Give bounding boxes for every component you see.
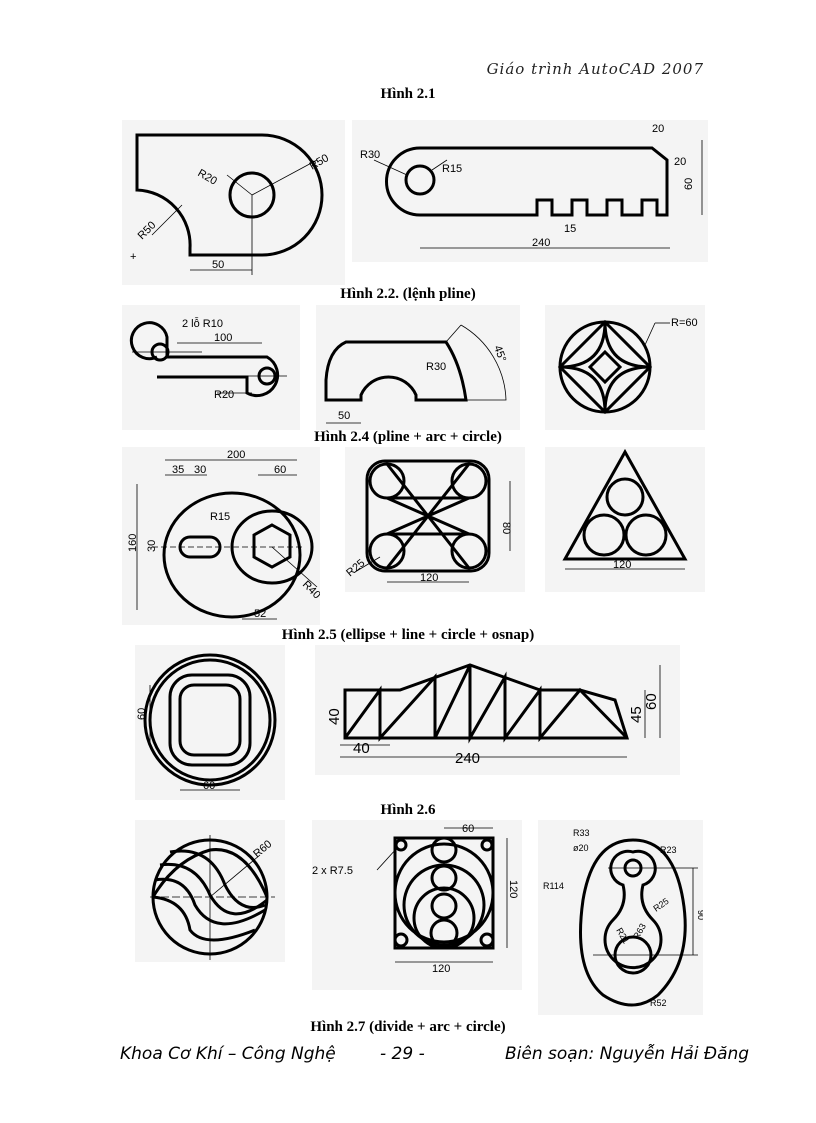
dim-35: 35 — [172, 464, 184, 476]
figure-ellipse-plate: 200 35 30 60 R15 160 30 R40 52 — [122, 447, 320, 625]
dim-60: 60 — [643, 693, 660, 710]
dim-r60: R60 — [251, 838, 274, 860]
dim-60: 60 — [462, 823, 474, 835]
figure-celtic-knot: 60 60 — [135, 645, 285, 800]
dim-r20: R20 — [196, 167, 219, 187]
dim-15: 15 — [564, 223, 576, 235]
bracket-outline — [135, 133, 324, 257]
dim-120-side: 120 — [507, 880, 519, 898]
dim-40-bottom: 40 — [353, 740, 370, 757]
dim-r10: 2 lỗ R10 — [182, 317, 223, 330]
dim-45: 45 — [628, 706, 645, 723]
figure-rounded-rect-circles: 80 R25 120 — [345, 447, 525, 592]
svg-text:+: + — [130, 251, 136, 263]
caption-2-4: Hình 2.4 (pline + arc + circle) — [314, 429, 502, 445]
dim-r25: R25 — [651, 896, 670, 914]
dim-45deg: 45° — [491, 344, 508, 364]
dim-r15: R15 — [442, 163, 462, 175]
dim-30-top: 30 — [194, 464, 206, 476]
dim-r63: R63 — [631, 922, 648, 941]
dim-90: 90 — [696, 910, 703, 920]
dim-200: 200 — [227, 449, 245, 461]
dim-r23: R23 — [660, 845, 677, 855]
dim-r60: R=60 — [671, 317, 698, 329]
dim-r33: R33 — [573, 828, 590, 838]
footer-page-number: - 29 - — [380, 1044, 425, 1064]
dim-r15: R15 — [210, 511, 230, 523]
dim-50: 50 — [212, 259, 224, 271]
dim-r30: R30 — [426, 361, 446, 373]
figure-square-circles: 60 2 x R7.5 120 120 — [312, 820, 522, 990]
figure-divided-circle: R60 — [135, 820, 285, 962]
dim-100: 100 — [214, 332, 232, 344]
dim-30-side: 30 — [146, 540, 158, 552]
running-header: Giáo trình AutoCAD 2007 — [486, 60, 704, 78]
dim-r114: R114 — [543, 881, 564, 891]
caption-2-7: Hình 2.7 (divide + arc + circle) — [310, 1019, 506, 1035]
figure-pline-arch: R30 45° 50 — [316, 305, 520, 430]
rack-outline — [385, 146, 669, 217]
footer-department: Khoa Cơ Khí – Công Nghệ — [120, 1044, 336, 1064]
dim-40-side: 40 — [326, 708, 343, 725]
dim-120: 120 — [613, 559, 631, 571]
dim-120: 120 — [420, 572, 438, 584]
figure-egg-link: R33 ø20 R23 R114 R25 R21 R63 90 R52 — [538, 820, 703, 1015]
dim-dia20: ø20 — [573, 843, 589, 853]
figure-triangle-circles: 120 — [545, 447, 705, 592]
dim-160: 160 — [127, 534, 139, 552]
dim-20-side: 20 — [674, 156, 686, 168]
footer-author: Biên soạn: Nguyễn Hải Đăng — [505, 1044, 750, 1064]
dim-20-top: 20 — [652, 123, 664, 135]
dim-r50-top: R50 — [308, 152, 331, 172]
dim-60: 60 — [274, 464, 286, 476]
dim-50: 50 — [338, 410, 350, 422]
dim-60: 60 — [683, 178, 695, 190]
dim-r25: R25 — [345, 557, 367, 579]
caption-2-1: Hình 2.1 — [380, 86, 436, 102]
link-outline — [129, 321, 280, 398]
dim-r40: R40 — [300, 579, 320, 602]
dim-r20: R20 — [214, 389, 234, 401]
dim-60-side: 60 — [136, 708, 148, 720]
figure-circle-star: R=60 — [545, 305, 705, 430]
dim-80: 80 — [500, 522, 512, 534]
caption-2-6: Hình 2.6 — [380, 802, 436, 818]
caption-2-2: Hình 2.2. (lệnh pline) — [340, 286, 476, 302]
dim-r30: R30 — [360, 149, 380, 161]
dim-60-bottom: 60 — [203, 780, 215, 792]
dim-r50-left: R50 — [136, 219, 159, 242]
dim-2xr7-5: 2 x R7.5 — [312, 865, 353, 877]
dim-r52: R52 — [650, 998, 667, 1008]
dim-52: 52 — [254, 608, 266, 620]
figure-pline-link: 2 lỗ R10 100 R20 — [122, 305, 300, 430]
figure-2-1-rack: R30 R15 20 20 60 240 15 — [352, 120, 708, 262]
dim-240: 240 — [532, 237, 550, 249]
dim-r21: R21 — [614, 926, 631, 945]
caption-2-5: Hình 2.5 (ellipse + line + circle + osna… — [281, 627, 535, 643]
figure-2-1-bracket: R20 R50 R50 50 + — [122, 120, 345, 285]
dim-120-bottom: 120 — [432, 963, 450, 975]
dim-240: 240 — [455, 750, 480, 767]
figure-truss: 40 40 240 45 60 — [315, 645, 680, 775]
